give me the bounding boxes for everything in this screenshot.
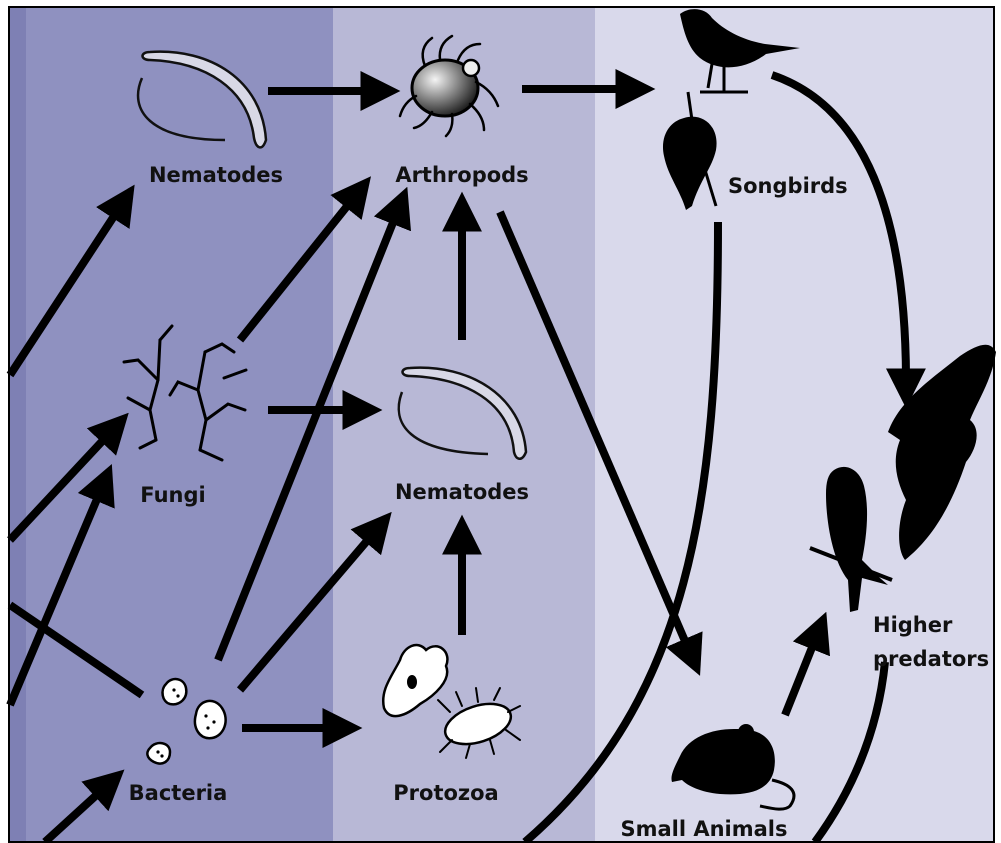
label-bacteria: Bacteria [129,781,228,805]
label-nematodes-top: Nematodes [149,163,283,187]
label-arthropods: Arthropods [395,163,528,187]
label-songbirds: Songbirds [728,174,848,198]
label-higher-predators-line1: Higher [873,613,953,637]
label-higher-predators-line2: predators [873,647,989,671]
label-small-animals: Small Animals [620,817,787,841]
label-protozoa: Protozoa [393,781,498,805]
label-fungi: Fungi [140,483,205,507]
label-nematodes-mid: Nematodes [395,480,529,504]
zone-left-edge [10,8,26,843]
